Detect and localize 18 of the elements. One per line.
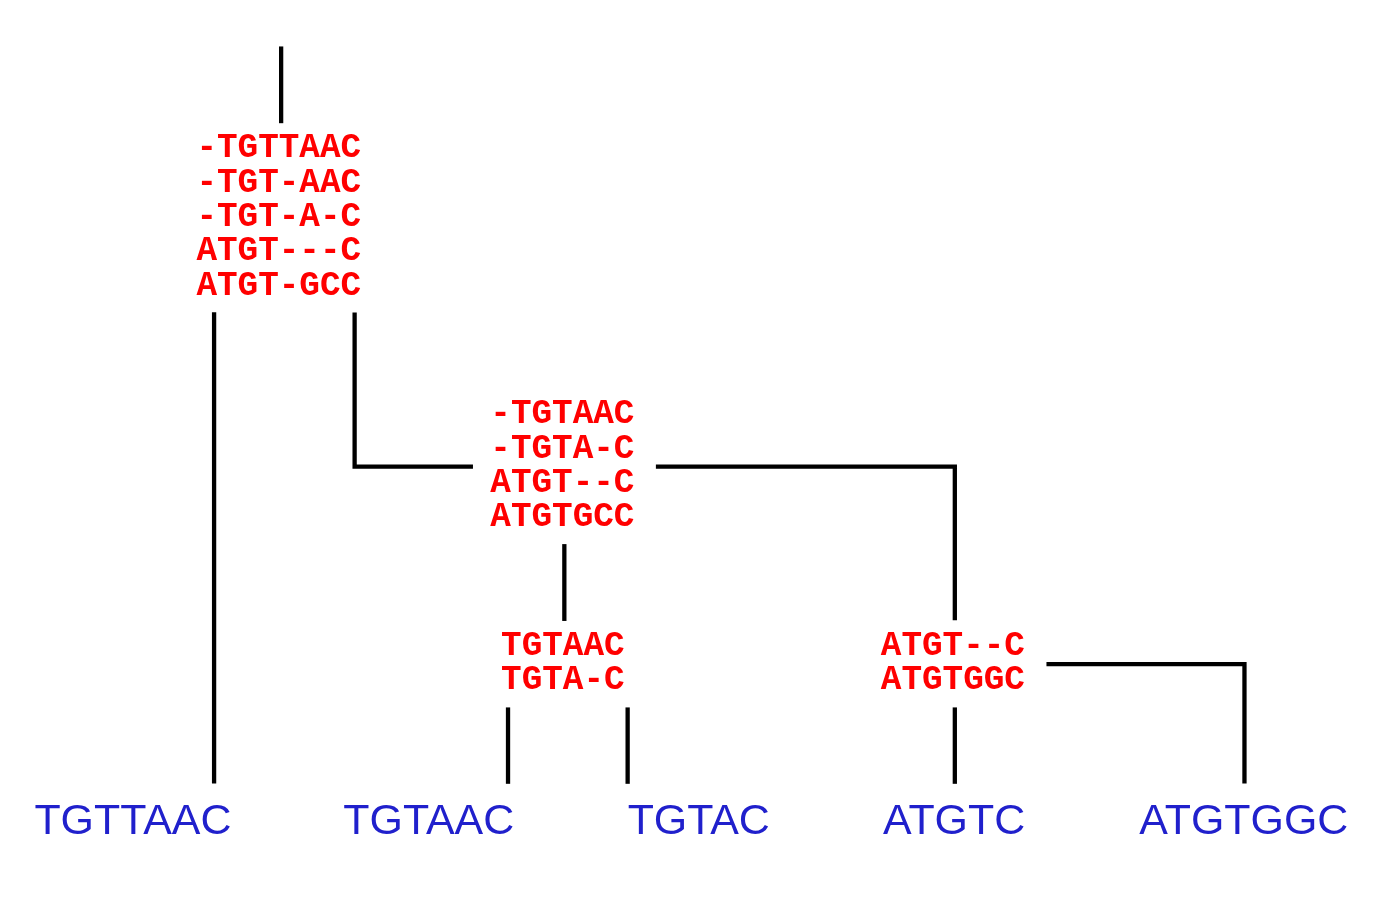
node-text: -TGTAAC -TGTA-C ATGT--C ATGTGCC: [490, 394, 635, 537]
connector: [952, 707, 957, 784]
connector: [352, 312, 473, 469]
node-text: TGTTAAC: [34, 794, 232, 843]
connector: [211, 312, 217, 784]
node-text: TGTAC: [627, 794, 770, 843]
connector: [279, 46, 284, 124]
connector: [562, 544, 567, 621]
node-text: ATGTGGC: [1139, 794, 1349, 843]
node-text: ATGTC: [882, 794, 1026, 843]
connector: [655, 464, 957, 621]
connector: [1046, 661, 1247, 784]
node-text: TGTAAC: [343, 794, 515, 843]
node-text: ATGT--C ATGTGGC: [880, 626, 1025, 700]
connector: [625, 707, 630, 784]
node-text: TGTAAC TGTA-C: [501, 626, 625, 700]
node-text: -TGTTAAC -TGT-AAC -TGT-A-C ATGT---C ATGT-GCC: [196, 128, 362, 305]
connector: [505, 707, 511, 784]
